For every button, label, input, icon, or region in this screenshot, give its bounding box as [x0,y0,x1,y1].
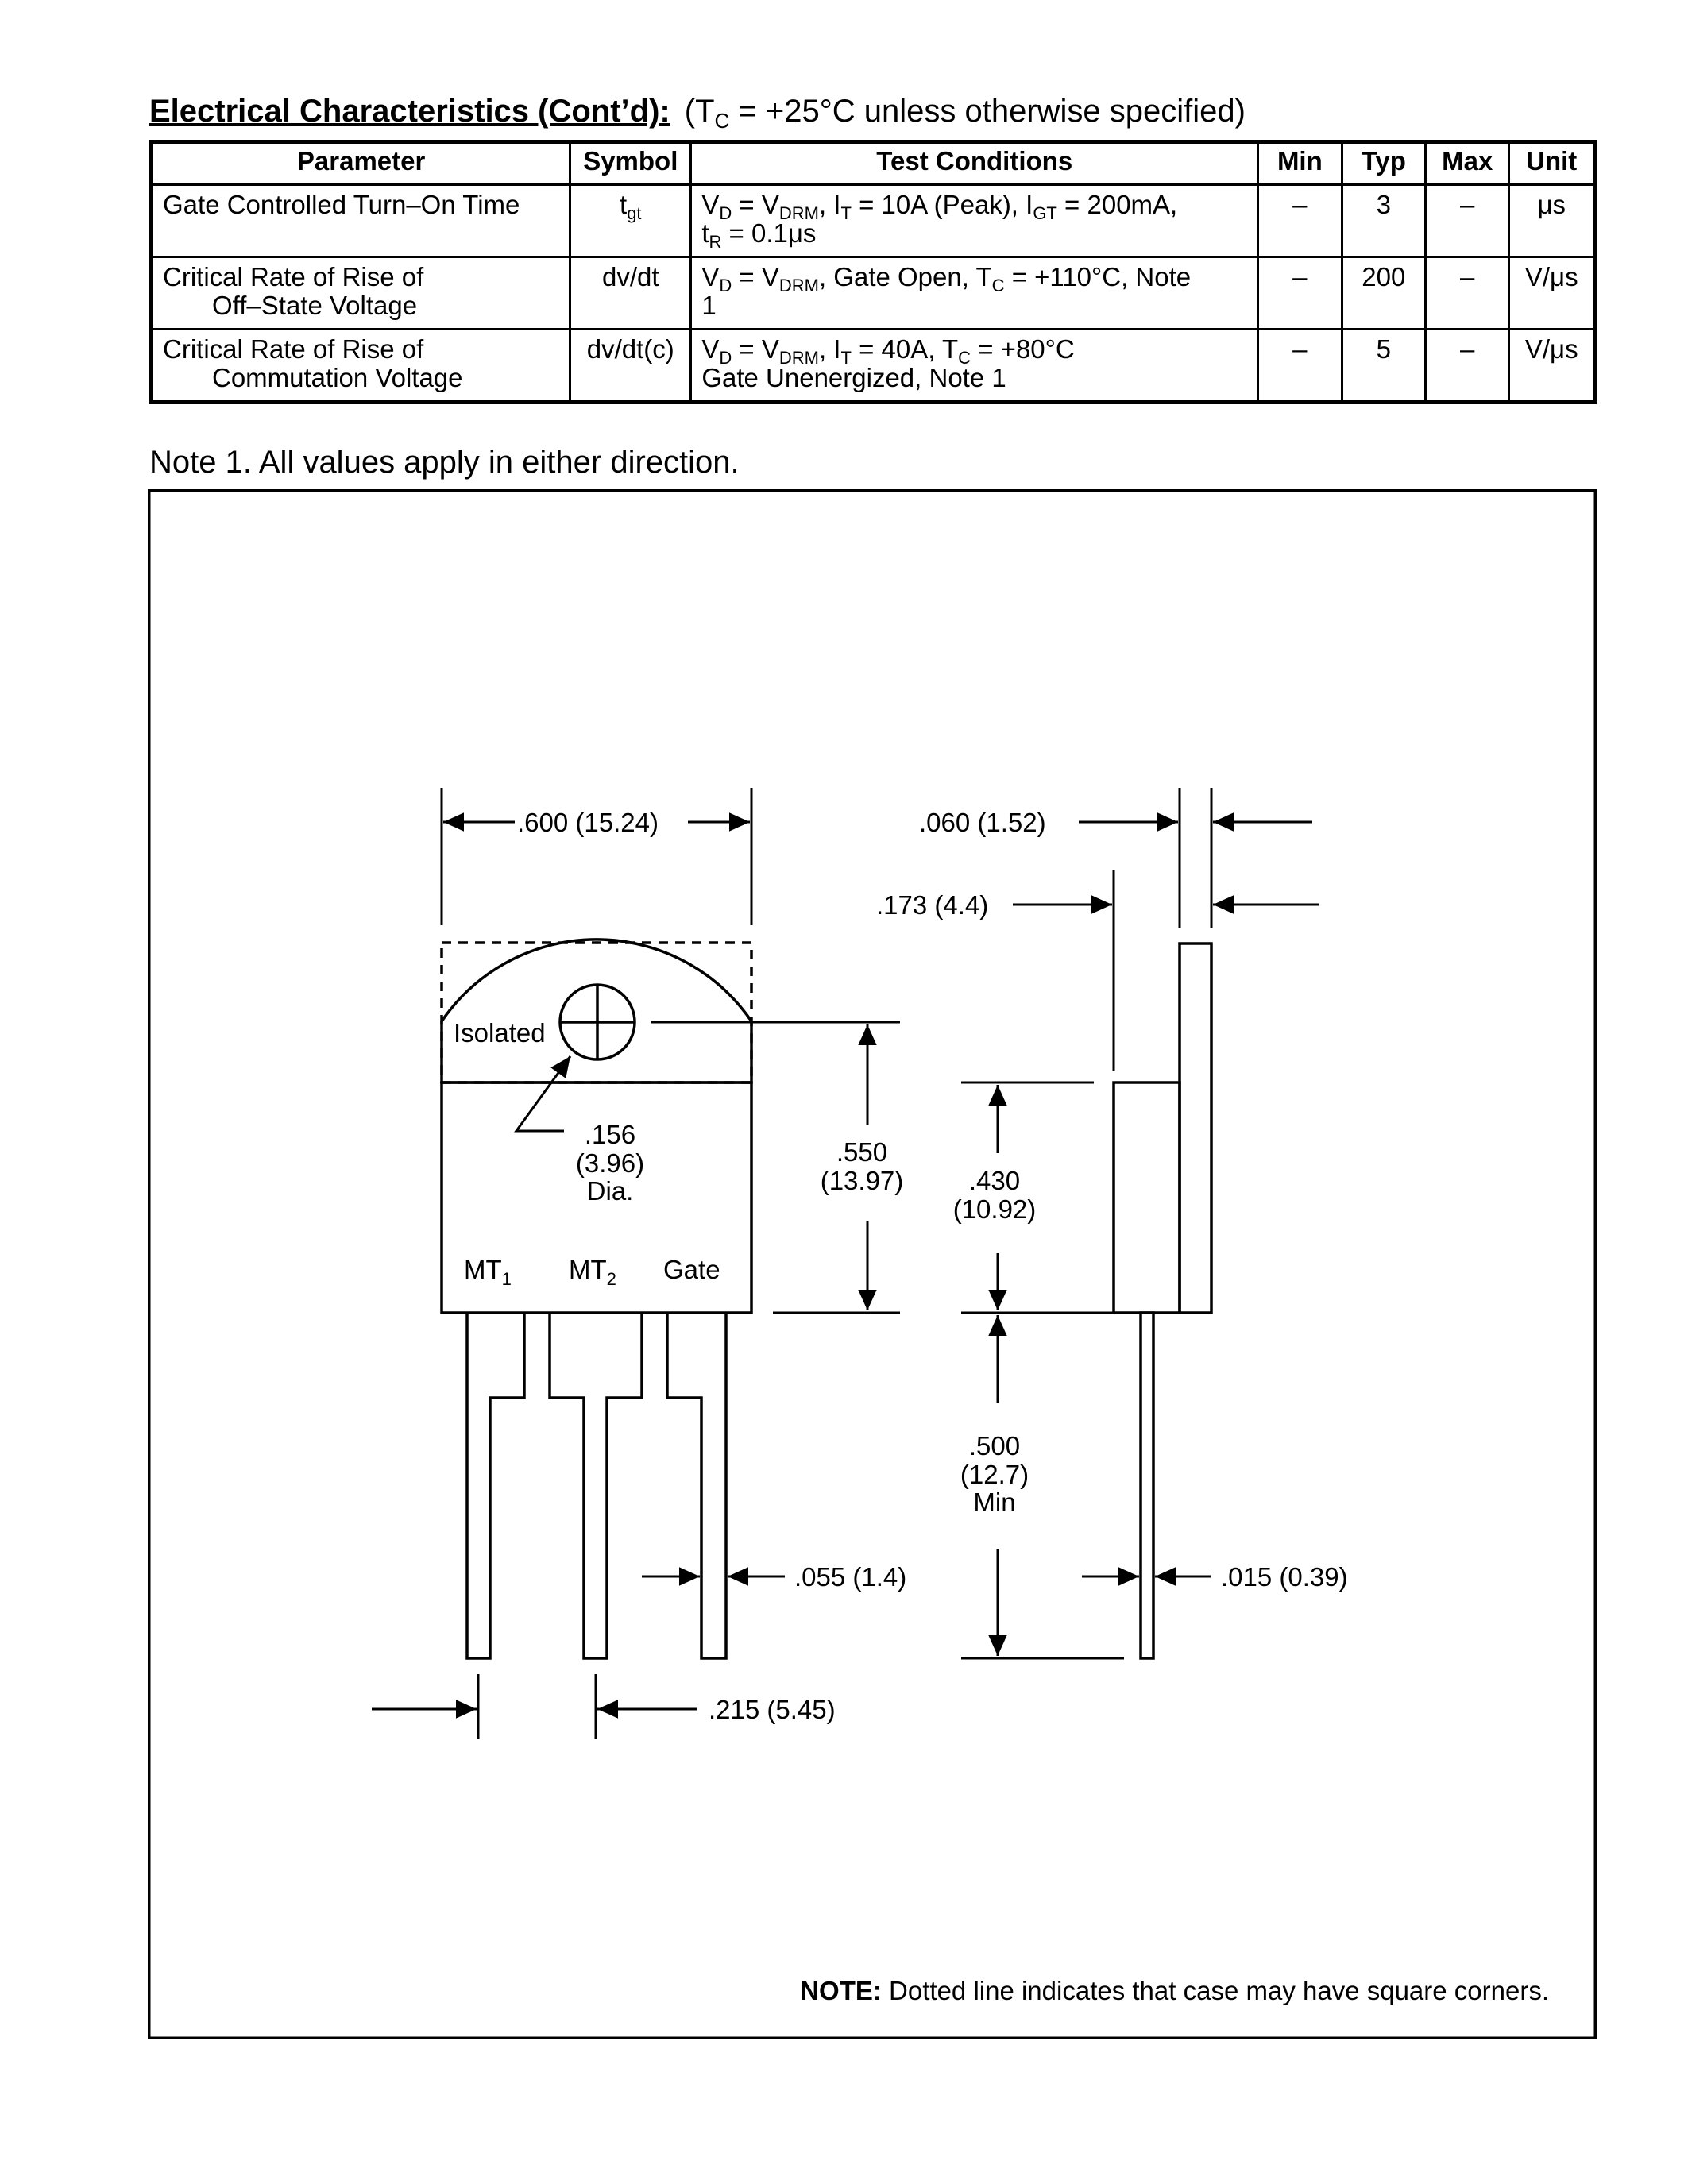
dim-height-line2: (13.97) [821,1166,904,1195]
lead-mt1 [465,1313,526,1660]
typ-cell: 200 [1340,256,1427,330]
table-footnote: Note 1. All values apply in either direc… [149,445,740,480]
dim-lead-width-label: .055 (1.4) [794,1562,906,1592]
min-cell: – [1257,183,1343,258]
side-view-body [1112,1081,1181,1314]
lead-mt2 [548,1313,643,1660]
hole-dia-line1: .156 [585,1120,635,1149]
pin-gate-label: Gate [663,1255,720,1284]
side-view-tab [1178,942,1213,1314]
dim-body-thickness-label: .173 (4.4) [876,890,988,920]
min-cell: – [1257,256,1343,330]
unit-cell: μs [1508,183,1596,258]
dim-body-line1: .430 [969,1166,1020,1195]
dim-lead-thick-label: .015 (0.39) [1221,1562,1348,1592]
column-header: Typ [1340,141,1427,186]
section-title: Electrical Characteristics (Cont’d): [149,94,670,129]
column-header: Unit [1508,141,1596,186]
unit-cell: V/μs [1508,328,1596,403]
dim-lead-line2: (12.7) [960,1460,1029,1489]
symbol-cell: tgt [569,183,693,258]
max-cell: – [1424,183,1511,258]
dim-lead-line3: Min [973,1488,1015,1517]
dim-pitch-label: .215 (5.45) [709,1695,836,1724]
min-cell: – [1257,328,1343,403]
hole-dia-line2: (3.96) [576,1148,644,1178]
dim-width-label: .600 (15.24) [517,808,659,837]
dim-height-line1: .550 [836,1137,887,1167]
package-outline-drawing: .600 (15.24) .060 (1.52) .173 (4.4) Isol… [148,489,1597,2039]
dim-body-line2: (10.92) [953,1194,1037,1224]
isolated-label: Isolated [454,1018,546,1048]
hole-dia-line3: Dia. [587,1176,634,1206]
column-header: Test Conditions [689,141,1260,186]
symbol-cell: dv/dt(c) [569,328,693,403]
column-header: Symbol [569,141,693,186]
dim-tab-thickness-label: .060 (1.52) [919,808,1046,837]
square-corner-outline [440,941,753,1084]
max-cell: – [1424,328,1511,403]
unit-cell: V/μs [1508,256,1596,330]
lead-gate [666,1313,728,1660]
front-view-tab-arc [440,938,753,1084]
symbol-cell: dv/dt [569,256,693,330]
column-header: Parameter [149,141,572,186]
max-cell: – [1424,256,1511,330]
drawing-note: NOTE: Dotted line indicates that case ma… [800,1976,1549,2005]
test-condition-note: (TC = +25°C unless otherwise specified) [684,94,1246,133]
test-conditions-cell: VD = VDRM, IT = 10A (Peak), IGT = 200mA,… [689,183,1260,258]
column-header: Max [1424,141,1511,186]
typ-cell: 5 [1340,328,1427,403]
column-header: Min [1257,141,1343,186]
pin-mt1-label: MT1 [464,1255,512,1289]
drawing-frame [148,489,1597,2039]
section-heading: Electrical Characteristics (Cont’d): (TC … [149,89,1246,133]
side-view-lead [1139,1311,1155,1660]
pin-mt2-label: MT2 [569,1255,616,1289]
typ-cell: 3 [1340,183,1427,258]
parameter-cell: Gate Controlled Turn–On Time [149,183,572,258]
dim-lead-line1: .500 [969,1431,1020,1461]
